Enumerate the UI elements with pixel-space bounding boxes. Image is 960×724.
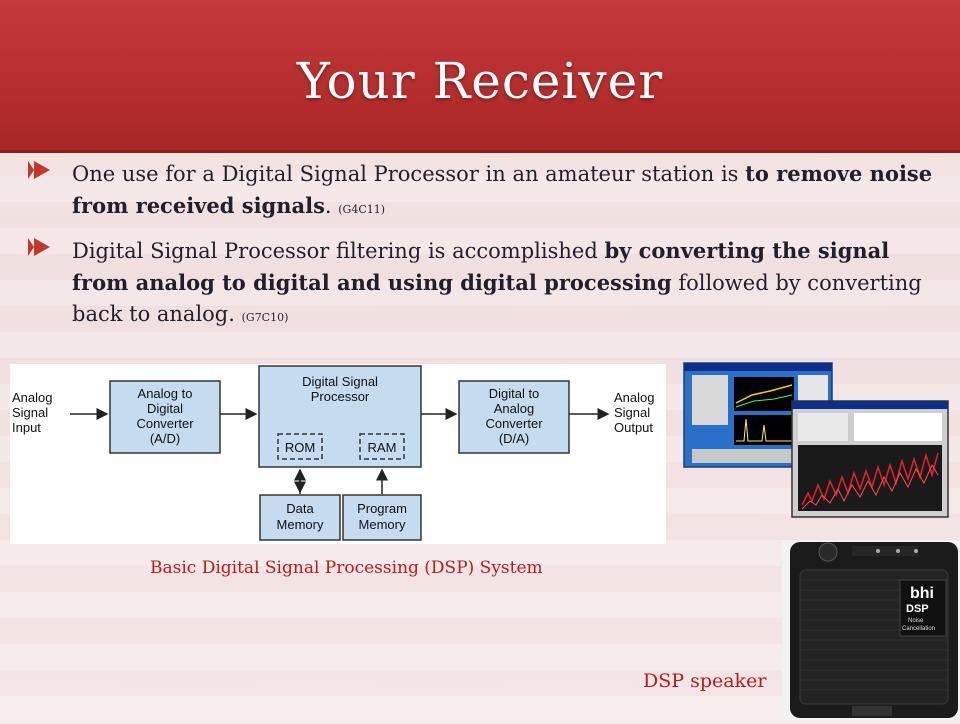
speaker-label: DSP speaker [643, 670, 767, 692]
bullet-text-end: followed by converting back to analog. [72, 271, 922, 326]
svg-text:Digital: Digital [147, 401, 183, 416]
dsp-block-diagram: Analog Signal Input Analog to Digital Co… [10, 364, 666, 544]
bullet-text: One use for a Digital Signal Processor i… [72, 162, 746, 186]
rom-block [277, 433, 323, 460]
data-memory-block [259, 494, 341, 541]
svg-text:Analog to: Analog to [138, 386, 193, 401]
bullet-item: One use for a Digital Signal Processor i… [28, 158, 934, 225]
output-label-line: Output [614, 420, 653, 435]
svg-text:Converter: Converter [136, 416, 194, 431]
program-memory-block [342, 494, 422, 541]
speaker-brand: bhi [910, 585, 934, 602]
bullet-bold: to remove noise from received signals [72, 161, 933, 218]
speaker-badge-line: DSP [906, 603, 929, 615]
svg-text:Program: Program [357, 501, 407, 516]
bullet-list: One use for a Digital Signal Processor i… [28, 158, 934, 343]
input-label-line: Signal [12, 405, 48, 420]
svg-text:Data: Data [286, 501, 314, 516]
input-label-line: Input [12, 420, 41, 435]
svg-text:Digital Signal: Digital Signal [302, 374, 378, 389]
output-label-line: Signal [614, 405, 650, 420]
svg-text:Memory: Memory [359, 517, 406, 532]
speaker-badge-line: Noise [908, 618, 924, 624]
bullet-arrow-icon [28, 238, 50, 256]
svg-text:Processor: Processor [311, 389, 370, 404]
output-label-line: Analog [614, 390, 654, 405]
dsp-software-screenshots [682, 355, 950, 520]
ram-label: RAM [368, 440, 397, 455]
svg-text:Memory: Memory [277, 517, 324, 532]
svg-text:Analog: Analog [494, 401, 534, 416]
rom-label: ROM [285, 440, 315, 455]
dac-block [458, 380, 570, 454]
bullet-item: Digital Signal Processor filtering is ac… [28, 235, 934, 333]
dsp-speaker-photo: bhi DSP Noise Cancellation [782, 540, 960, 720]
question-ref: (G7C10) [241, 311, 289, 324]
svg-text:(D/A): (D/A) [499, 431, 529, 446]
bullet-text-end: . [324, 194, 339, 218]
slide-title: Your Receiver [296, 52, 664, 110]
diagram-caption: Basic Digital Signal Processing (DSP) Sy… [150, 558, 543, 578]
svg-text:Converter: Converter [485, 416, 543, 431]
question-ref: (G4C11) [338, 203, 386, 216]
bullet-arrow-icon [28, 161, 50, 179]
bullet-text: Digital Signal Processor filtering is ac… [72, 239, 605, 263]
bullet-bold: by converting the signal from analog to … [72, 238, 890, 295]
input-label-line: Analog [12, 390, 52, 405]
dsp-block [258, 365, 422, 468]
ram-block [359, 433, 405, 460]
speaker-badge-line: Cancellation [902, 626, 935, 632]
title-bar: Your Receiver [0, 0, 960, 153]
svg-text:Digital to: Digital to [489, 386, 540, 401]
adc-block [109, 380, 221, 454]
svg-text:(A/D): (A/D) [150, 431, 180, 446]
